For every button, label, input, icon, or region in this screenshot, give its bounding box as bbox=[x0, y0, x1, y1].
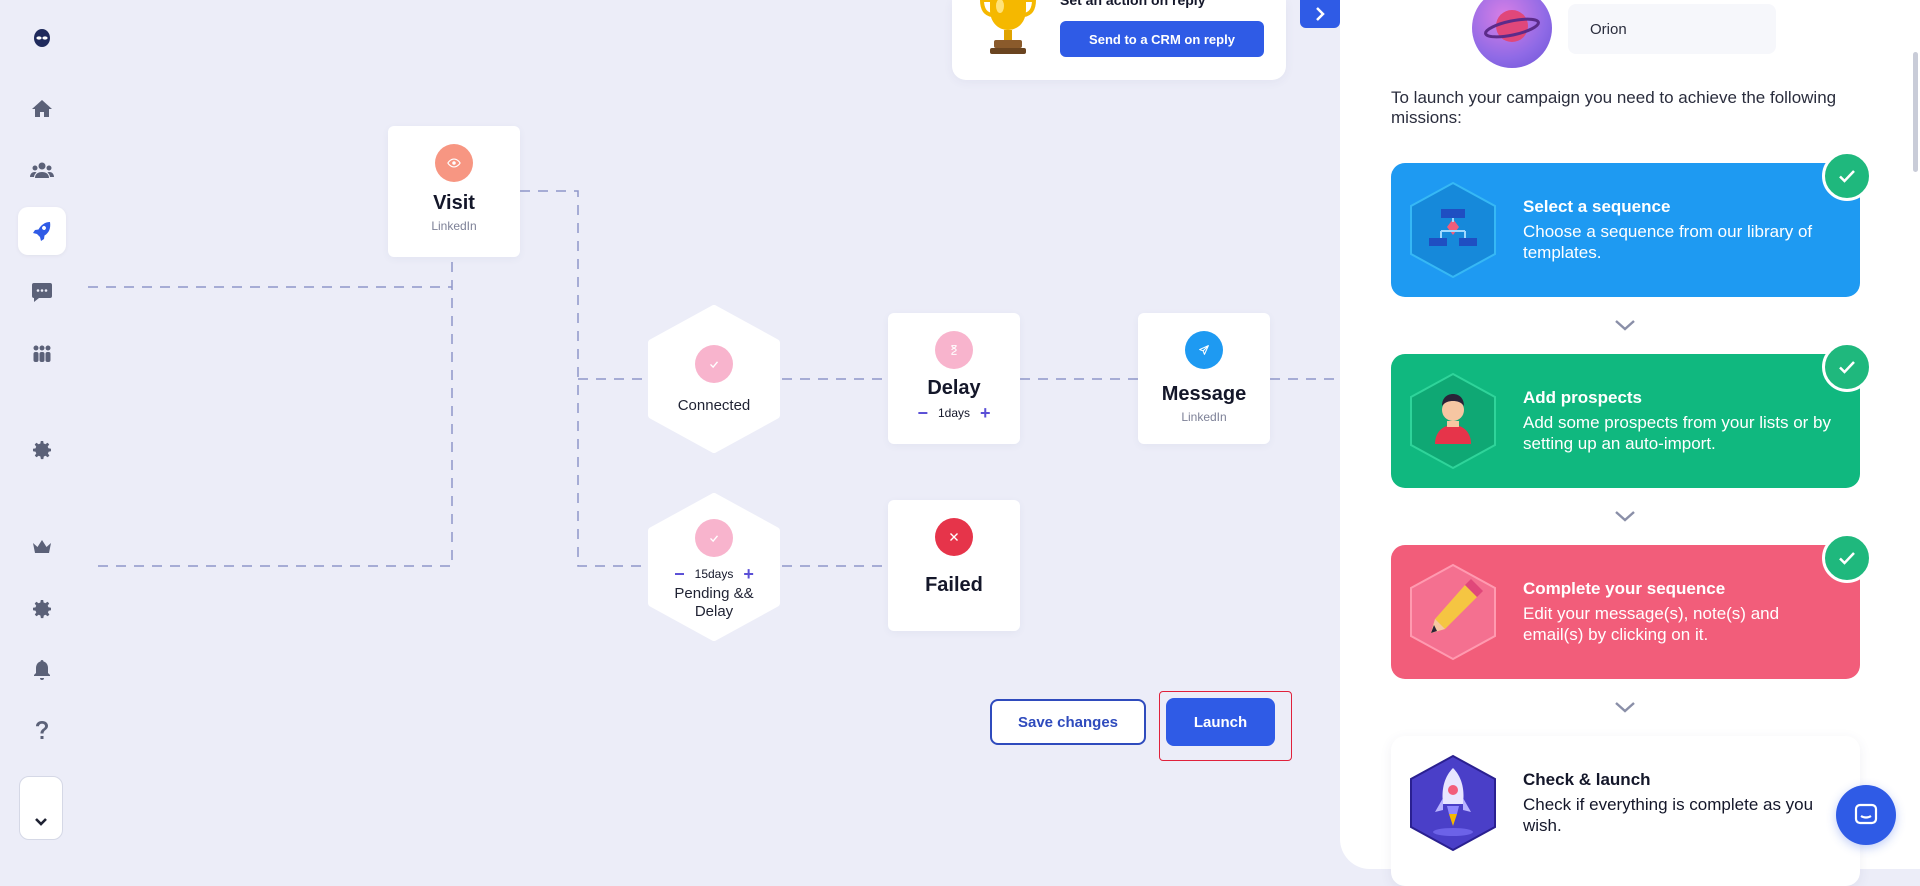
node-title: Message bbox=[1161, 383, 1247, 405]
home-icon[interactable] bbox=[18, 85, 66, 133]
mission-description: Add some prospects from your lists or by… bbox=[1523, 413, 1832, 453]
eye-icon bbox=[435, 144, 473, 182]
chevron-down-icon bbox=[1612, 507, 1638, 525]
panel-toggle-button[interactable] bbox=[1300, 0, 1340, 28]
mission-complete-badge bbox=[1822, 342, 1872, 392]
decrement-button[interactable]: − bbox=[674, 564, 685, 584]
check-icon bbox=[695, 519, 733, 557]
person-icon bbox=[1410, 372, 1496, 470]
gear-icon[interactable] bbox=[18, 426, 66, 474]
chevron-down-icon bbox=[1612, 316, 1638, 334]
reply-card-title: Set an action on reply bbox=[1060, 0, 1206, 8]
help-icon[interactable] bbox=[18, 707, 66, 755]
chat-icon[interactable] bbox=[18, 268, 66, 316]
settings-icon[interactable] bbox=[18, 585, 66, 633]
decrement-button[interactable]: − bbox=[917, 403, 928, 423]
increment-button[interactable]: + bbox=[980, 403, 991, 423]
save-changes-button[interactable]: Save changes bbox=[990, 699, 1146, 745]
close-icon bbox=[935, 518, 973, 556]
mission-select-sequence[interactable]: Select a sequence Choose a sequence from… bbox=[1391, 151, 1872, 297]
mission-add-prospects[interactable]: Add prospects Add some prospects from yo… bbox=[1391, 342, 1872, 488]
sidebar bbox=[0, 0, 82, 869]
node-title: Pending && Delay bbox=[674, 585, 754, 620]
checkmark-icon bbox=[1839, 170, 1855, 183]
rocket-icon[interactable] bbox=[18, 207, 66, 255]
checkmark-icon bbox=[1839, 361, 1855, 374]
trophy-icon bbox=[979, 0, 1037, 54]
launch-button[interactable]: Launch bbox=[1166, 698, 1275, 746]
pencil-icon bbox=[1410, 563, 1496, 661]
mission-title: Add prospects bbox=[1523, 388, 1643, 407]
team-icon[interactable] bbox=[18, 330, 66, 378]
chevron-down-icon bbox=[35, 818, 47, 826]
node-title: Delay bbox=[927, 377, 981, 399]
hourglass-icon bbox=[935, 331, 973, 369]
mission-complete-sequence[interactable]: Complete your sequence Edit your message… bbox=[1391, 533, 1872, 679]
rocket-launch-icon bbox=[1410, 754, 1496, 852]
chat-bubble-icon bbox=[1854, 803, 1878, 825]
node-title: Failed bbox=[925, 574, 983, 596]
mission-title: Check & launch bbox=[1523, 770, 1651, 789]
node-title: Visit bbox=[433, 192, 475, 214]
support-chat-button[interactable] bbox=[1836, 785, 1896, 845]
chevron-down-icon bbox=[1612, 698, 1638, 716]
sequence-canvas: Visit LinkedIn Connected Delay − 1days +… bbox=[82, 0, 1340, 869]
node-failed[interactable]: Failed bbox=[888, 500, 1020, 631]
mission-check-launch[interactable]: Check & launch Check if everything is co… bbox=[1391, 736, 1860, 886]
mission-title: Select a sequence bbox=[1523, 197, 1671, 216]
node-delay[interactable]: Delay − 1days + bbox=[888, 313, 1020, 444]
node-title: Connected bbox=[677, 396, 751, 414]
mission-complete-badge bbox=[1822, 151, 1872, 201]
node-subtitle: LinkedIn bbox=[431, 219, 477, 233]
sidebar-collapse-button[interactable] bbox=[19, 776, 63, 840]
mission-complete-badge bbox=[1822, 533, 1872, 583]
sequence-connectors bbox=[88, 190, 1340, 567]
send-icon bbox=[1185, 331, 1223, 369]
mission-description: Check if everything is complete as you w… bbox=[1523, 795, 1814, 835]
mission-description: Edit your message(s), note(s) and email(… bbox=[1523, 604, 1780, 644]
crown-icon[interactable] bbox=[18, 523, 66, 571]
node-connected[interactable]: Connected bbox=[646, 305, 782, 453]
bell-icon[interactable] bbox=[18, 646, 66, 694]
node-message[interactable]: Message LinkedIn bbox=[1138, 313, 1270, 444]
delay-value: 1days bbox=[937, 406, 971, 420]
node-visit[interactable]: Visit LinkedIn bbox=[388, 126, 520, 257]
users-icon[interactable] bbox=[18, 146, 66, 194]
sequence-icon bbox=[1410, 181, 1496, 279]
pending-delay-value: 15days bbox=[694, 567, 734, 581]
campaign-name-field[interactable]: Orion bbox=[1568, 4, 1776, 54]
panel-scrollbar[interactable] bbox=[1913, 52, 1918, 172]
check-icon bbox=[695, 344, 733, 383]
mission-title: Complete your sequence bbox=[1523, 579, 1726, 598]
node-pending-delay[interactable]: − 15days + Pending && Delay bbox=[646, 493, 782, 641]
chevron-right-icon bbox=[1316, 7, 1325, 21]
launch-highlight bbox=[1159, 691, 1292, 761]
mission-description: Choose a sequence from our library of te… bbox=[1523, 222, 1813, 262]
checkmark-icon bbox=[1839, 552, 1855, 565]
increment-button[interactable]: + bbox=[743, 564, 754, 584]
send-to-crm-button[interactable]: Send to a CRM on reply bbox=[1060, 21, 1264, 57]
planet-icon bbox=[1484, 10, 1540, 42]
missions-intro: To launch your campaign you need to achi… bbox=[1391, 88, 1837, 127]
alien-logo-icon[interactable] bbox=[18, 14, 66, 62]
node-subtitle: LinkedIn bbox=[1181, 410, 1227, 424]
campaign-avatar bbox=[1472, 0, 1552, 68]
